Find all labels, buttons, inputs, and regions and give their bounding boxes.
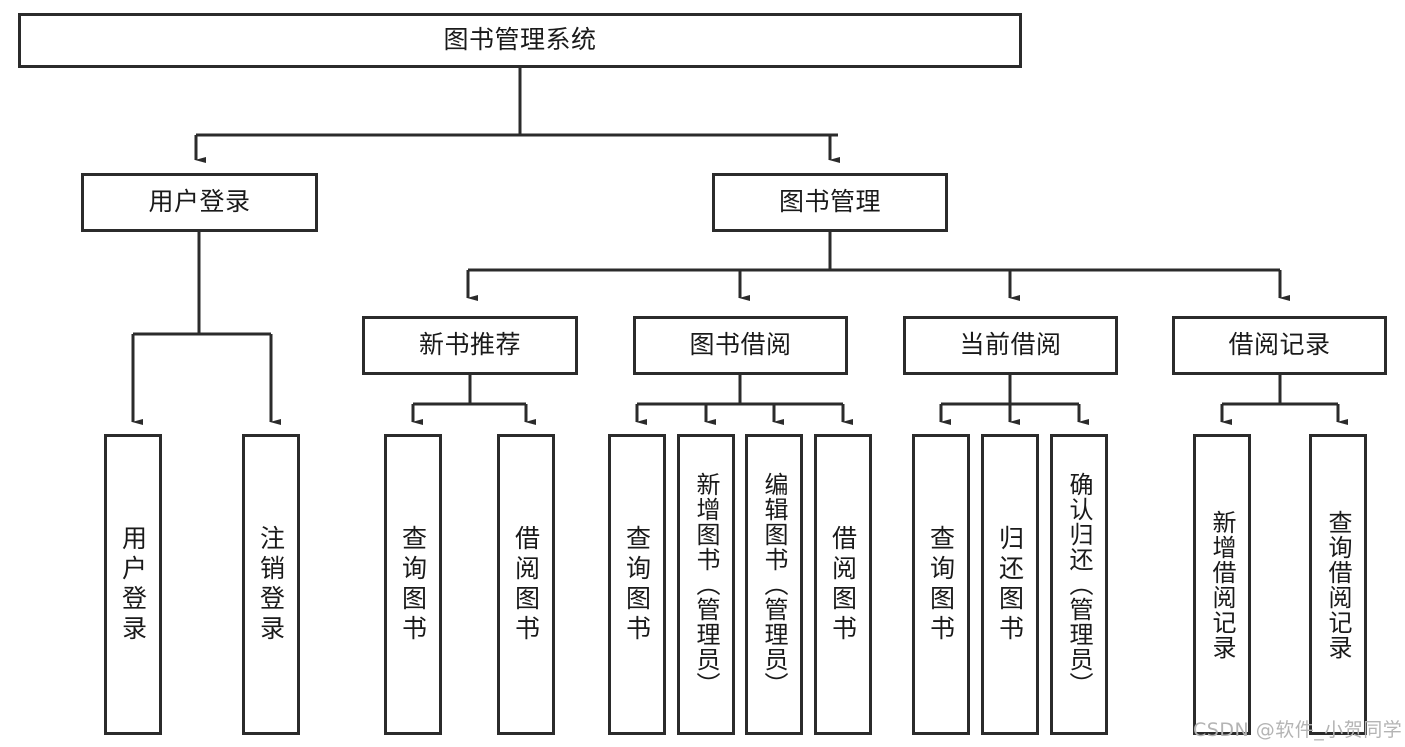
leaf-query-book-borrow[interactable]: 查询图书 (608, 434, 666, 735)
leaf-query-book-recommend[interactable]: 查询图书 (384, 434, 442, 735)
leaf-edit-book-admin-label: 编辑图书（管理员） (760, 472, 788, 697)
leaf-user-login-label: 用户登录 (118, 524, 148, 645)
node-root-label: 图书管理系统 (443, 25, 597, 55)
leaf-query-borrow-record-label: 查询借阅记录 (1324, 509, 1352, 660)
leaf-borrow-book[interactable]: 借阅图书 (814, 434, 872, 735)
node-user-login-label: 用户登录 (148, 187, 251, 217)
leaf-query-book-current[interactable]: 查询图书 (912, 434, 970, 735)
node-book-borrow-label: 图书借阅 (689, 330, 792, 360)
watermark: CSDN @软件_小贺同学 (1193, 719, 1403, 741)
node-book-borrow[interactable]: 图书借阅 (633, 316, 848, 375)
leaf-query-book-recommend-label: 查询图书 (398, 524, 428, 645)
leaf-add-book-admin[interactable]: 新增图书（管理员） (677, 434, 735, 735)
leaf-borrow-book-recommend[interactable]: 借阅图书 (497, 434, 555, 735)
leaf-logout[interactable]: 注销登录 (242, 434, 300, 735)
node-root[interactable]: 图书管理系统 (18, 13, 1022, 68)
node-new-book-recommend[interactable]: 新书推荐 (362, 316, 578, 375)
leaf-query-borrow-record[interactable]: 查询借阅记录 (1309, 434, 1367, 735)
leaf-user-login[interactable]: 用户登录 (104, 434, 162, 735)
node-current-borrow[interactable]: 当前借阅 (903, 316, 1118, 375)
leaf-logout-label: 注销登录 (256, 524, 286, 645)
leaf-add-borrow-record[interactable]: 新增借阅记录 (1193, 434, 1251, 735)
leaf-add-borrow-record-label: 新增借阅记录 (1208, 509, 1236, 660)
node-borrow-record[interactable]: 借阅记录 (1172, 316, 1387, 375)
leaf-confirm-return-admin[interactable]: 确认归还（管理员） (1050, 434, 1108, 735)
node-user-login[interactable]: 用户登录 (81, 173, 318, 232)
node-current-borrow-label: 当前借阅 (959, 330, 1062, 360)
leaf-confirm-return-admin-label: 确认归还（管理员） (1065, 472, 1093, 697)
leaf-edit-book-admin[interactable]: 编辑图书（管理员） (745, 434, 803, 735)
node-new-book-recommend-label: 新书推荐 (418, 330, 521, 360)
leaf-borrow-book-recommend-label: 借阅图书 (511, 524, 541, 645)
node-borrow-record-label: 借阅记录 (1228, 330, 1331, 360)
node-book-management-label: 图书管理 (778, 187, 881, 217)
leaf-return-book-label: 归还图书 (995, 524, 1025, 645)
leaf-query-book-borrow-label: 查询图书 (622, 524, 652, 645)
node-book-management[interactable]: 图书管理 (712, 173, 948, 232)
leaf-return-book[interactable]: 归还图书 (981, 434, 1039, 735)
leaf-borrow-book-label: 借阅图书 (828, 524, 858, 645)
leaf-query-book-current-label: 查询图书 (926, 524, 956, 645)
leaf-add-book-admin-label: 新增图书（管理员） (692, 472, 720, 697)
